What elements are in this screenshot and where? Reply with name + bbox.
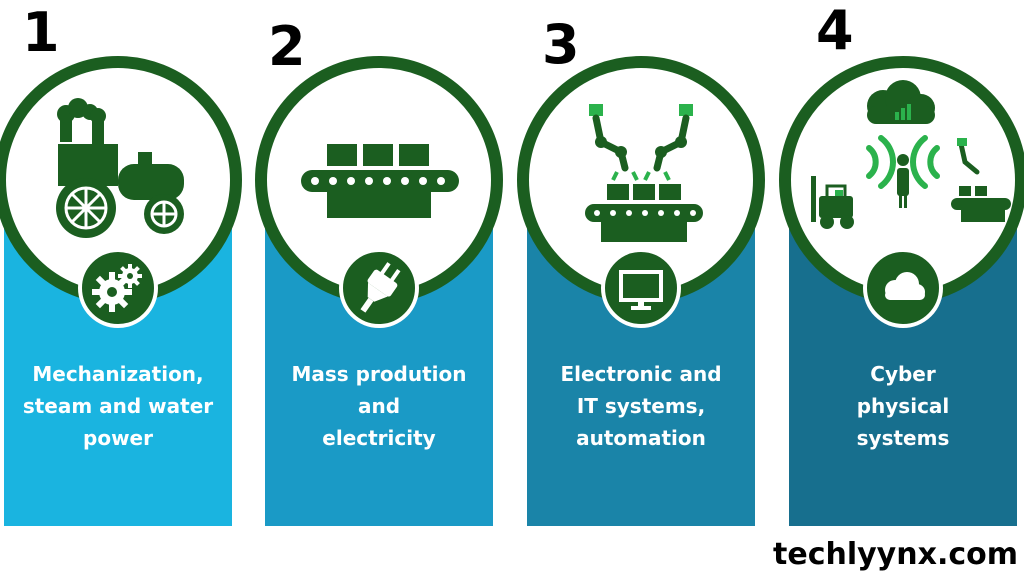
stage-3-label-line-2: IT systems, — [576, 394, 706, 418]
stage-3-label-line-3: automation — [576, 426, 706, 450]
stage-4-badge — [863, 248, 943, 328]
stage-1-badge — [78, 248, 158, 328]
robotic-arms-icon — [585, 104, 703, 242]
stage-4-label-line-1: Cyber — [870, 362, 936, 386]
stage-2-label-line-2: and — [357, 394, 401, 418]
stage-1-circle — [0, 56, 242, 304]
stage-4-label: Cyber physical systems — [789, 358, 1017, 454]
gears-icon — [92, 264, 142, 312]
stage-3-label: Electronic and IT systems, automation — [527, 358, 755, 454]
computer-monitor-icon — [619, 270, 663, 310]
brand-watermark: techlyynx.com — [773, 537, 1018, 572]
stage-1-label-line-1: Mechanization, — [32, 362, 204, 386]
stage-3-label-line-1: Electronic and — [560, 362, 722, 386]
stage-4-label-line-3: systems — [856, 426, 950, 450]
stage-2-badge — [339, 248, 419, 328]
stage-3-badge — [601, 248, 681, 328]
stage-1-number: 1 — [22, 1, 60, 64]
stage-1-label-line-3: power — [83, 426, 153, 450]
connected-factory-icon — [811, 80, 1011, 229]
cloud-icon — [885, 272, 925, 300]
stage-2-label-line-1: Mass prodution — [291, 362, 467, 386]
stage-4-label-line-2: physical — [856, 394, 950, 418]
stage-2-label: Mass prodution and electricity — [265, 358, 493, 454]
stage-2-label-line-3: electricity — [322, 426, 436, 450]
stage-1-label-line-2: steam and water — [22, 394, 214, 418]
conveyor-belt-icon — [301, 144, 459, 218]
stage-4-number: 4 — [816, 0, 854, 62]
steam-tractor-icon — [56, 98, 184, 238]
stage-3-number: 3 — [542, 13, 580, 76]
electric-plug-icon — [360, 262, 401, 313]
stage-2-number: 2 — [268, 15, 306, 78]
stage-1-label: Mechanization, steam and water power — [4, 358, 232, 454]
